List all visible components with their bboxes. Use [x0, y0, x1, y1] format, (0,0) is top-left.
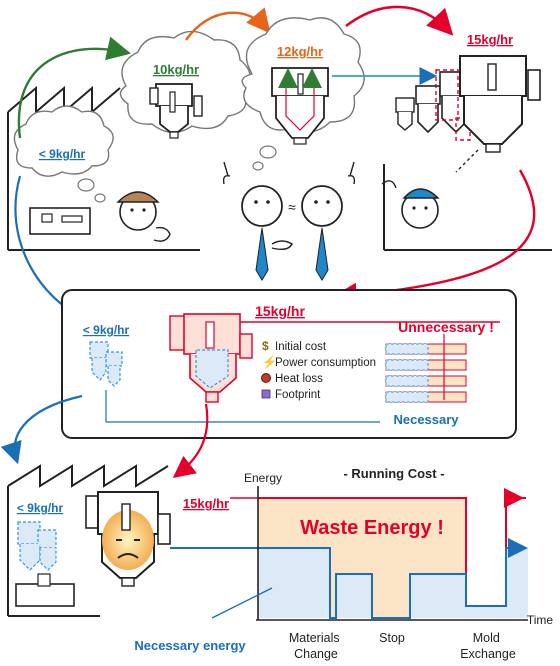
dryer-small-bottom-icon — [17, 521, 57, 571]
lightning-icon: ⚡ — [262, 355, 277, 369]
event-label-materials: Materials Change — [289, 631, 343, 661]
factory-bottom-icon — [7, 464, 169, 617]
red-arrow-down — [332, 169, 536, 307]
rate-small-mid-label: < 9kg/hr — [83, 323, 130, 337]
running-cost-chart: - Running Cost - Energy Time Waste Energ… — [170, 466, 553, 661]
chart-ylabel: Energy — [244, 471, 282, 485]
cost-item-label: Footprint — [275, 389, 321, 401]
thought-cloud-small — [13, 105, 114, 203]
dryer-large-red-icon — [169, 313, 253, 403]
dryer-sad-face-icon — [85, 491, 171, 587]
blue-arrow-bottom — [0, 394, 83, 465]
cost-item-label: Initial cost — [275, 341, 327, 353]
footprint-icon — [261, 389, 271, 399]
rate-small-bottom-label: < 9kg/hr — [17, 501, 64, 515]
cost-list: $ Initial cost ⚡ Power consumption Heat … — [261, 339, 376, 401]
orange-arrow — [185, 7, 271, 41]
dryer-lineup-icon — [395, 55, 541, 173]
necessary-energy-leader — [211, 587, 273, 619]
dryer-small-icon — [149, 83, 203, 139]
worker-brown-cap-icon — [29, 191, 171, 242]
necessary-label: Necessary — [393, 412, 459, 427]
rate-small-top-label: < 9kg/hr — [39, 147, 86, 161]
dollar-icon: $ — [262, 339, 269, 353]
chart-xlabel: Time — [527, 613, 554, 627]
red-arrow-bottom — [172, 403, 209, 479]
necessary-energy-label: Necessary energy — [134, 638, 246, 653]
chart-title: - Running Cost - — [343, 466, 444, 481]
rate-mid-label: 10kg/hr — [153, 62, 199, 77]
heat-icon — [261, 373, 271, 383]
rate-max-mid-label: 15kg/hr — [255, 303, 305, 319]
rate-large-label: 12kg/hr — [277, 44, 323, 59]
red-arrow-top — [345, 5, 454, 36]
worker-blue-cap-icon — [381, 164, 552, 251]
dryer-expanding-icon — [271, 67, 329, 145]
waste-energy-label: Waste Energy ! — [300, 517, 444, 539]
managers-discussing-icon: ≈ — [222, 161, 356, 281]
dryer-small-dashed-icon — [89, 341, 380, 423]
cost-item-label: Heat loss — [275, 373, 323, 385]
svg-text:≈: ≈ — [288, 199, 296, 215]
necessary-line — [170, 547, 522, 619]
rate-max-top-label: 15kg/hr — [467, 32, 513, 47]
event-label-mold: Mold Exchange — [460, 631, 516, 661]
rate-max-bottom-label: 15kg/hr — [183, 496, 229, 511]
cost-item-label: Power consumption — [275, 357, 376, 369]
factory-roof-icon — [7, 85, 200, 251]
event-label-stop: Stop — [379, 631, 405, 645]
unnecessary-label: Unnecessary ! — [398, 319, 494, 335]
bar-stack-icon — [385, 334, 467, 403]
green-arrow — [17, 36, 132, 139]
necessary-area — [258, 548, 330, 618]
